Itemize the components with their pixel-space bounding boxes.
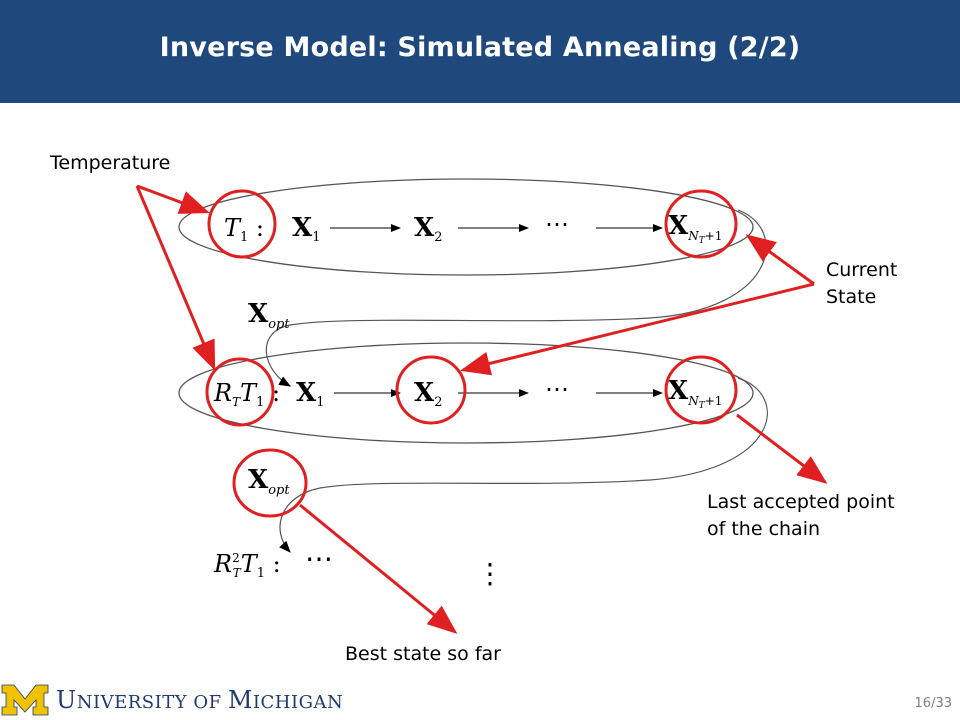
arrow-temperature-rt (135, 185, 216, 371)
arrow-temperature-t1 (136, 184, 210, 214)
last-accepted-label: Last accepted point of the chain (707, 491, 895, 540)
wordmark-ichigan: ICHIGAN (252, 692, 344, 713)
chain-2-ellipse (178, 342, 754, 444)
highlight-rt-t1 (205, 357, 275, 427)
xn-label-2: XNT+1 (668, 376, 722, 411)
university-wordmark: UNIVERSITY OF MICHIGAN (56, 686, 343, 714)
x2-label-2: X2 (414, 378, 442, 410)
university-block-m-logo (1, 684, 49, 716)
loop-1-to-xopt (265, 209, 767, 387)
current-state-label: Current State (826, 259, 898, 308)
arrow-best-state (299, 503, 458, 634)
arrow-last-accepted (736, 413, 828, 484)
highlight-xopt (232, 448, 308, 518)
best-state-label: Best state so far (345, 643, 501, 665)
highlight-t1 (207, 189, 277, 259)
arrow-current-xn (745, 234, 815, 286)
slide-number: 16/33 (914, 696, 952, 711)
highlight-xn-1 (664, 189, 738, 259)
xopt-label-2: Xopt (248, 465, 290, 498)
wordmark-m: M (227, 686, 253, 714)
dots-3: ⋯ (305, 542, 333, 575)
temperature-label: Temperature (50, 152, 171, 174)
highlight-xn-2 (664, 355, 738, 425)
wordmark-u: U (56, 686, 77, 714)
arrow-current-x2 (460, 282, 815, 376)
xopt-label-1: Xopt (248, 299, 290, 332)
dots-2: ⋯ (545, 375, 569, 403)
xn-label: XNT+1 (668, 211, 722, 246)
highlight-x2-2 (395, 355, 467, 425)
wordmark-niversity: NIVERSITY OF (76, 692, 228, 713)
vertical-dots: ⋮ (476, 557, 504, 590)
slide-title: Inverse Model: Simulated Annealing (2/2) (159, 32, 801, 63)
t1-label: T1 : (224, 214, 264, 245)
x1-label-2: X1 (296, 378, 324, 410)
x1-label: X1 (292, 213, 320, 245)
x2-label: X2 (414, 213, 442, 245)
chain-1-ellipse (178, 178, 754, 276)
loop-2-to-xopt (279, 377, 768, 553)
slide-header (0, 0, 960, 103)
dots-1: ⋯ (545, 210, 569, 238)
